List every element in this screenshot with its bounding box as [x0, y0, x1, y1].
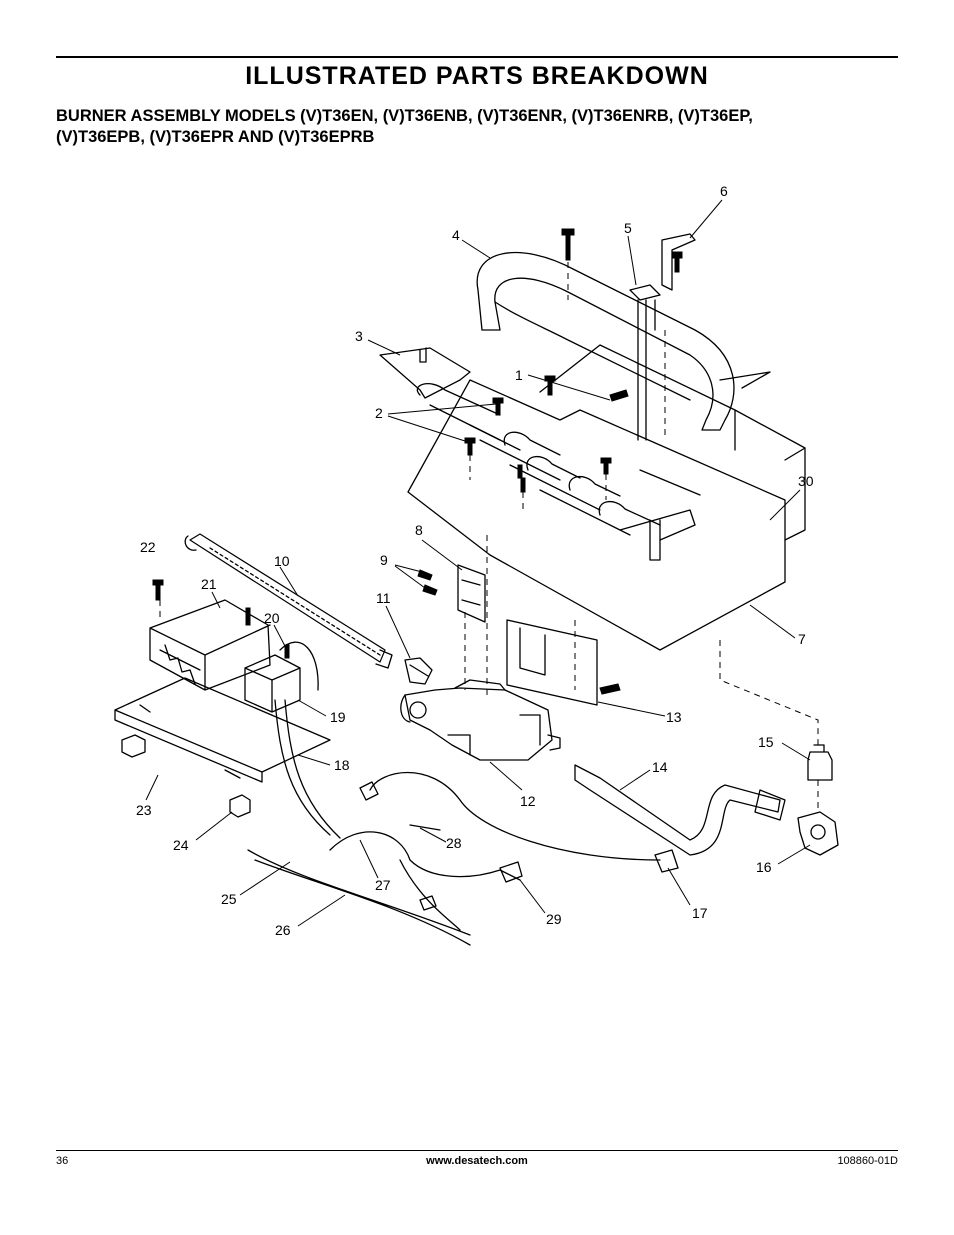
callout-10: 10: [274, 553, 290, 569]
section-subtitle: BURNER ASSEMBLY MODELS (V)T36EN, (V)T36E…: [56, 106, 886, 148]
pilot-assembly: [629, 284, 661, 441]
website-url: www.desatech.com: [426, 1155, 528, 1167]
callout-5: 5: [624, 220, 632, 236]
callout-2: 2: [375, 405, 383, 421]
leader-9: [394, 564, 426, 589]
leader-14: [619, 769, 651, 791]
bracket-6: [661, 233, 696, 291]
document-number: 108860-01D: [837, 1155, 898, 1167]
callout-16: 16: [756, 859, 772, 875]
leader-30: [769, 489, 801, 521]
leader-23: [145, 774, 159, 801]
leader-10: [279, 566, 299, 597]
subtitle-line-2: (V)T36EPB, (V)T36EPR AND (V)T36EPRB: [56, 128, 375, 146]
callout-12: 12: [520, 793, 536, 809]
leader-1: [527, 374, 611, 401]
leader-21: [211, 591, 221, 609]
leader-17: [667, 867, 691, 906]
callout-19: 19: [330, 709, 346, 725]
callout-25: 25: [221, 891, 237, 907]
callout-11: 11: [376, 590, 391, 606]
callout-22: 22: [140, 539, 156, 555]
elbow-fitting: [797, 811, 839, 856]
leader-11: [385, 605, 411, 659]
callout-28: 28: [446, 835, 462, 851]
leader-29: [519, 879, 546, 914]
page-number: 36: [56, 1155, 69, 1167]
leader-7: [749, 604, 796, 639]
callout-21: 21: [201, 576, 217, 592]
gas-valve: [404, 687, 553, 761]
callout-1: 1: [515, 367, 523, 383]
burner-rear-panel: [539, 344, 806, 541]
transformer: [244, 654, 301, 713]
callout-18: 18: [334, 757, 350, 773]
callout-24: 24: [173, 837, 189, 853]
callout-13: 13: [666, 709, 682, 725]
leader-6: [689, 199, 723, 239]
burner-tube: [476, 251, 735, 431]
leader-19: [297, 699, 327, 717]
leader-4: [461, 239, 491, 259]
gas-supply-line: [574, 764, 781, 856]
leader-24: [195, 811, 233, 841]
callout-15: 15: [758, 734, 774, 750]
callout-14: 14: [652, 759, 668, 775]
flex-gas-line: [189, 533, 386, 663]
leader-5: [627, 235, 637, 286]
switch-23: [121, 734, 146, 758]
callout-17: 17: [692, 905, 708, 921]
callout-30: 30: [798, 473, 814, 489]
valve-mounting-plate: [506, 619, 598, 706]
leader-13: [597, 701, 666, 717]
callout-8: 8: [415, 522, 423, 538]
leader-28: [419, 827, 447, 843]
leader-26: [297, 894, 346, 927]
leader-12: [489, 761, 523, 791]
leader-18: [297, 754, 331, 766]
leader-20: [273, 624, 287, 649]
subtitle-line-1: BURNER ASSEMBLY MODELS (V)T36EN, (V)T36E…: [56, 107, 753, 125]
fitting-15: [807, 744, 833, 781]
leader-16: [777, 844, 811, 865]
callout-9: 9: [380, 552, 388, 568]
fitting-11: [404, 657, 433, 685]
callout-23: 23: [136, 802, 152, 818]
ignition-module: [149, 599, 271, 691]
footer-rule: [56, 1150, 898, 1151]
callout-27: 27: [375, 877, 391, 893]
wire-harness: [247, 699, 661, 946]
callout-7: 7: [798, 631, 806, 647]
callout-4: 4: [452, 227, 460, 243]
callout-29: 29: [546, 911, 562, 927]
burner-base-plate: [407, 379, 786, 651]
valve-bracket: [457, 564, 486, 623]
header-rule: [56, 56, 898, 58]
leader-2: [387, 403, 497, 443]
leader-3: [367, 339, 401, 356]
leader-8: [421, 539, 463, 571]
switch-24: [229, 794, 251, 818]
callout-6: 6: [720, 183, 728, 199]
bracket-3: [379, 347, 471, 399]
leader-25: [239, 861, 291, 896]
callout-20: 20: [264, 610, 280, 626]
callout-3: 3: [355, 328, 363, 344]
leader-27: [359, 839, 379, 879]
callout-26: 26: [275, 922, 291, 938]
leader-15: [781, 742, 811, 761]
module-bracket: [114, 677, 331, 783]
page-title: ILLUSTRATED PARTS BREAKDOWN: [245, 62, 709, 90]
